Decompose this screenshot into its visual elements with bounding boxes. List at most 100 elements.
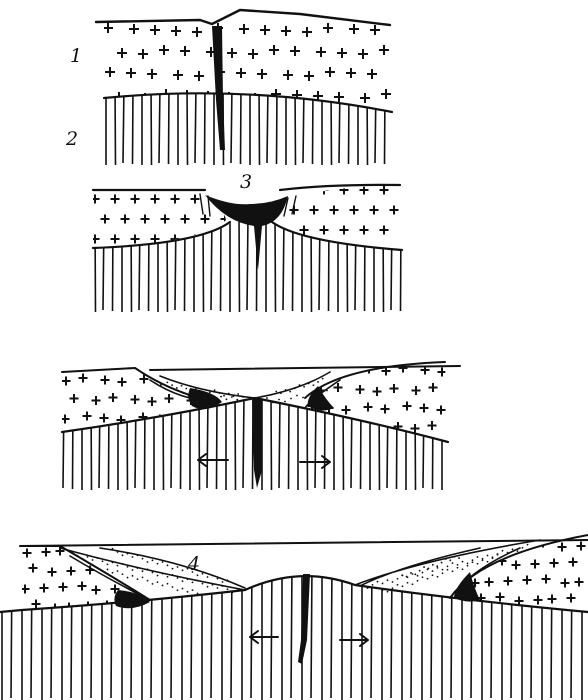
hatch-line	[151, 84, 152, 166]
sediment-dot	[527, 544, 529, 546]
sediment-dot	[477, 556, 479, 558]
hatch-line	[349, 84, 350, 164]
plus-mark	[420, 404, 429, 413]
hatch-line	[531, 565, 532, 698]
hatch-line	[311, 565, 312, 698]
sediment-dot	[182, 569, 184, 571]
hatch-line	[271, 565, 272, 698]
hatch-line	[351, 395, 352, 488]
sediment-dot	[312, 384, 314, 386]
hatch-line	[185, 215, 186, 311]
sediment-dot	[402, 585, 404, 587]
plus-mark	[196, 376, 205, 385]
hatch-line	[259, 84, 260, 166]
plus-mark	[150, 25, 160, 35]
hatch-line	[187, 84, 188, 166]
sediment-dot	[177, 577, 179, 579]
sediment-dot	[422, 576, 424, 578]
sediment-dot	[463, 554, 465, 556]
hatch-line	[295, 84, 296, 166]
plus-mark	[360, 93, 370, 103]
hatch-line	[51, 565, 52, 698]
plus-mark	[364, 403, 373, 412]
hatch-line	[235, 395, 236, 491]
plus-mark	[575, 578, 584, 587]
plus-mark	[548, 595, 557, 604]
plus-mark	[452, 575, 461, 584]
plus-mark	[523, 576, 532, 585]
sediment-dot	[457, 567, 459, 569]
sediment-dot	[226, 398, 228, 400]
stage-3-water-line	[150, 366, 460, 370]
sediment-dot	[202, 583, 204, 585]
plus-mark	[316, 424, 325, 433]
sediment-dot	[142, 570, 144, 572]
hatch-line	[211, 215, 212, 310]
sediment-dot	[157, 581, 159, 583]
plus-mark	[260, 25, 270, 35]
plus-mark	[147, 69, 157, 79]
hatch-line	[151, 565, 152, 698]
sediment-dot	[227, 579, 229, 581]
plus-mark	[173, 70, 183, 80]
hatch-line	[411, 565, 412, 698]
plus-mark	[370, 206, 379, 215]
sediment-dot	[449, 559, 451, 561]
sediment-dot	[406, 576, 408, 578]
sediment-dot	[182, 580, 184, 582]
plus-mark	[334, 92, 344, 102]
hatch-line	[241, 84, 242, 164]
sediment-dot	[102, 560, 104, 562]
plus-mark	[290, 46, 300, 56]
sediment-dot	[502, 550, 504, 552]
sediment-dot	[217, 587, 219, 589]
plus-mark	[227, 48, 237, 58]
plus-mark	[428, 421, 437, 430]
hatch-line	[159, 84, 160, 163]
hatch-line	[139, 215, 140, 310]
sediment-dot	[217, 578, 219, 580]
hatch-line	[205, 84, 206, 164]
plus-mark	[161, 215, 170, 224]
hatch-line	[331, 84, 332, 166]
plus-mark	[370, 25, 380, 35]
sediment-dot	[117, 565, 119, 567]
sediment-dot	[228, 393, 230, 395]
plus-mark	[558, 543, 567, 552]
sediment-dot	[522, 547, 524, 549]
sediment-dot	[302, 397, 304, 399]
plus-mark	[504, 577, 513, 586]
hatch-line	[247, 215, 248, 310]
sediment-dot	[447, 569, 449, 571]
sediment-dot	[382, 583, 384, 585]
plus-mark	[101, 376, 110, 385]
sediment-dot	[231, 396, 233, 398]
plus-mark	[126, 68, 136, 78]
sediment-dot	[397, 584, 399, 586]
sediment-dot	[392, 581, 394, 583]
sediment-dot	[296, 395, 298, 397]
sediment-dot	[152, 583, 154, 585]
stage-3-arrow-left	[198, 454, 228, 466]
plus-mark	[449, 539, 458, 548]
sediment-dot	[422, 572, 424, 574]
sediment-dot	[117, 570, 119, 572]
sediment-dot	[167, 576, 169, 578]
hatch-line	[131, 565, 132, 698]
sediment-dot	[137, 554, 139, 556]
plus-mark	[316, 47, 326, 57]
plus-mark	[103, 601, 112, 610]
sediment-dot	[427, 578, 429, 580]
sediment-dot	[401, 574, 403, 576]
plus-mark	[165, 394, 174, 403]
hatch-line	[391, 215, 392, 310]
sediment-dot	[127, 577, 129, 579]
sediment-dot	[442, 572, 444, 574]
sediment-dot	[436, 565, 438, 567]
sediment-dot	[172, 574, 174, 576]
stage-1-crust-pattern	[103, 23, 391, 103]
hatch-line	[171, 395, 172, 488]
sediment-dot	[233, 395, 235, 397]
hatch-line	[271, 395, 272, 491]
plus-mark	[21, 585, 30, 594]
